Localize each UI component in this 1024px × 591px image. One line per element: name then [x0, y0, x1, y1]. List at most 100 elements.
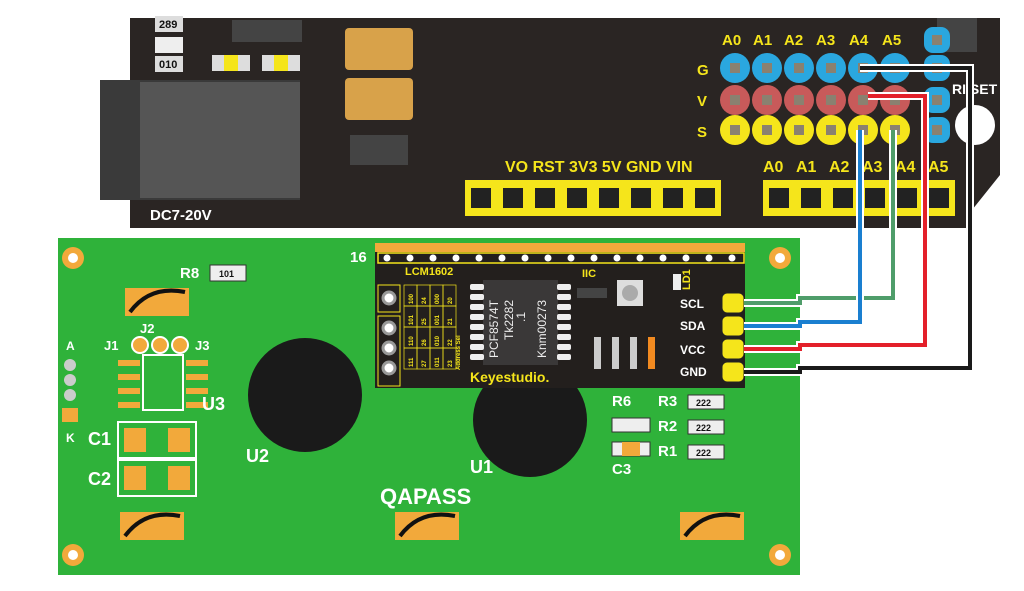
header-socket[interactable]: [567, 188, 587, 208]
i2c-module: LCM1602 IIC LD1 100101110111242526270000…: [375, 252, 745, 388]
ld1-label: LD1: [681, 269, 693, 290]
wire-sda: [744, 130, 862, 328]
lcd-pin: [613, 254, 621, 262]
header-socket[interactable]: [535, 188, 555, 208]
reset-button[interactable]: [955, 105, 995, 145]
lcd-brand: QAPASS: [380, 484, 471, 509]
wire-scl: [744, 130, 895, 305]
u1-blob: [473, 363, 587, 477]
capacitor: [345, 78, 413, 120]
header-socket[interactable]: [865, 188, 885, 208]
pin-sda[interactable]: [721, 315, 745, 337]
header-socket[interactable]: [631, 188, 651, 208]
address-cell: 000: [435, 293, 441, 304]
header-socket[interactable]: [695, 188, 715, 208]
c2-label: C2: [88, 469, 111, 489]
r2-label: R2: [658, 418, 677, 435]
header-socket[interactable]: [503, 188, 523, 208]
analog-label: A4: [895, 159, 916, 176]
address-cell: 111: [409, 357, 415, 367]
iic-label: IIC: [582, 268, 596, 280]
address-cell: 101: [409, 314, 415, 325]
chip-label: 289: [159, 19, 177, 31]
pin-label-sda: SDA: [680, 319, 706, 333]
col-label: A0: [722, 32, 741, 49]
lcd-pin: [728, 254, 736, 262]
pin-scl[interactable]: [721, 292, 745, 314]
header-socket[interactable]: [929, 188, 949, 208]
lcd-pin: [521, 254, 529, 262]
female-headers: [465, 180, 955, 216]
lcd-pin: [475, 254, 483, 262]
lcd-pin: [452, 254, 460, 262]
wire-vcc: [744, 94, 927, 351]
header-socket[interactable]: [769, 188, 789, 208]
address-cell: 100: [409, 293, 415, 304]
module-title: LCM1602: [405, 266, 453, 278]
address-cell: 001: [435, 314, 441, 325]
row-label: S: [697, 124, 707, 141]
address-cell: 21: [448, 318, 454, 325]
u2-blob: [248, 338, 362, 452]
lcd-pin: [429, 254, 437, 262]
r1-label: R1: [658, 443, 677, 460]
header-socket[interactable]: [599, 188, 619, 208]
address-cell: 011: [435, 357, 441, 367]
lcd-pin: [544, 254, 552, 262]
address-cell: 27: [422, 360, 428, 367]
power-label: DC7-20V: [150, 207, 212, 224]
lcd-pin: [705, 254, 713, 262]
wires: [744, 64, 974, 376]
analog-label: A5: [928, 159, 949, 176]
j1-label: J1: [104, 338, 118, 353]
col-label: A3: [816, 32, 835, 49]
reset-label: RI SET: [952, 81, 998, 97]
lcd-pin: [406, 254, 414, 262]
pin-vcc[interactable]: [721, 338, 745, 360]
address-cell: 22: [448, 339, 454, 346]
lcd-pin: [682, 254, 690, 262]
c3-label: C3: [612, 461, 631, 478]
analog-label: A1: [796, 159, 817, 176]
u1-label: U1: [470, 457, 493, 477]
pin-gnd[interactable]: [721, 361, 745, 383]
chip-label: 010: [159, 59, 177, 71]
header-socket[interactable]: [833, 188, 853, 208]
c1-label: C1: [88, 429, 111, 449]
pin-label-vcc: VCC: [680, 343, 706, 357]
address-cell: 110: [409, 336, 415, 346]
address-cell: 23: [448, 360, 454, 367]
wire-gnd: [744, 66, 972, 374]
header-socket[interactable]: [801, 188, 821, 208]
resistor-value: 222: [696, 423, 711, 433]
address-sel-label: Address Sel: [456, 335, 462, 370]
lcd-pin: [659, 254, 667, 262]
u3-label: U3: [202, 394, 225, 414]
address-cell: 20: [448, 297, 454, 304]
r6-label: R6: [612, 393, 631, 410]
address-cell: 26: [422, 339, 428, 346]
u2-label: U2: [246, 446, 269, 466]
header-socket[interactable]: [897, 188, 917, 208]
lcd-pin: [498, 254, 506, 262]
capacitor: [345, 28, 413, 70]
power-header-labels: VO RST 3V3 5V GND VIN: [505, 159, 693, 176]
r8-value: 101: [219, 269, 234, 279]
header-socket[interactable]: [663, 188, 683, 208]
address-cell: 010: [435, 335, 441, 346]
sensor-shield: DC7-20V 289 010 RI SET A0 A1 A2 A3 A4 A5…: [100, 16, 1000, 228]
r3-label: R3: [658, 393, 677, 410]
lcd-pin: [383, 254, 391, 262]
chip-text: Tk2282: [502, 300, 516, 340]
pin-label-scl: SCL: [680, 297, 704, 311]
col-label: A1: [753, 32, 772, 49]
pcf8574-chip: [483, 280, 558, 365]
row-label: V: [697, 93, 707, 110]
header-socket[interactable]: [471, 188, 491, 208]
k-label: K: [66, 431, 75, 445]
col-label: A5: [882, 32, 901, 49]
address-cell: 24: [422, 297, 428, 304]
analog-label: A0: [763, 159, 784, 176]
resistor-value: 222: [696, 398, 711, 408]
